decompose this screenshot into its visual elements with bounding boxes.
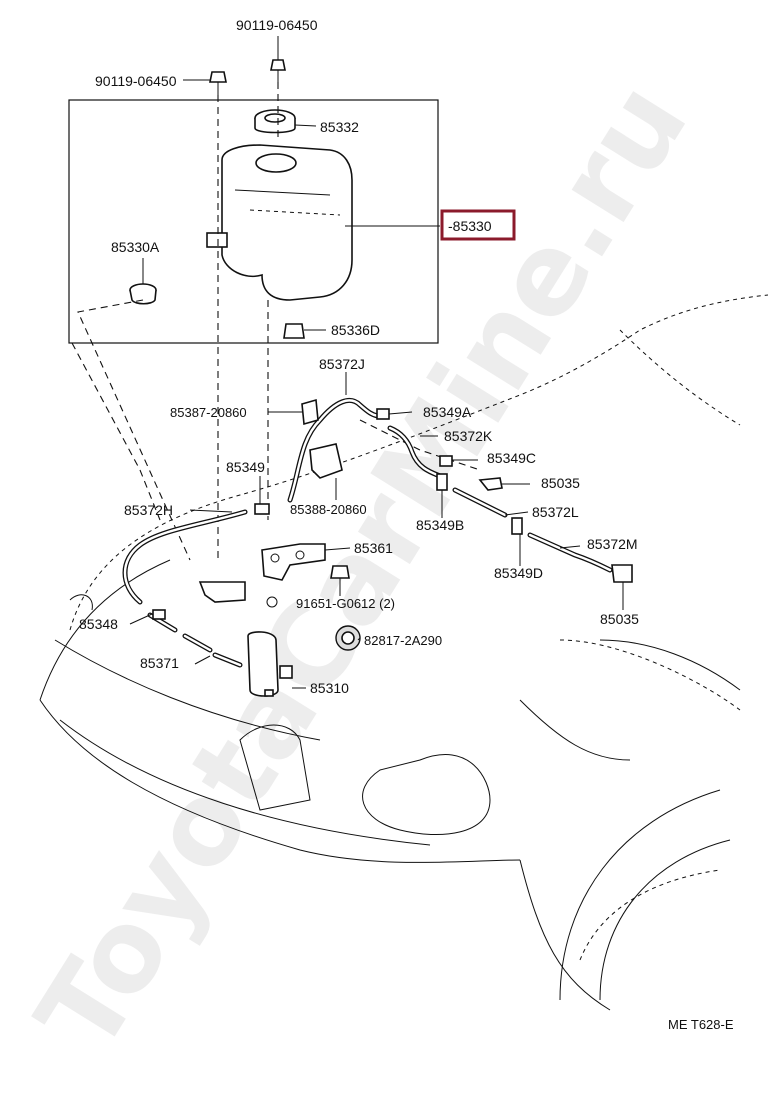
check-valve-85349c xyxy=(439,455,453,467)
hose-85372h xyxy=(122,509,248,605)
joint-85348 xyxy=(152,609,166,620)
clamp-85388 xyxy=(309,443,343,479)
leader-lines xyxy=(129,36,624,689)
selected-part-highlight[interactable] xyxy=(440,209,516,241)
label-pump[interactable]: 85310 xyxy=(310,680,349,696)
label-bolt-left[interactable]: 90119-06450 xyxy=(95,73,177,89)
label-bolt-top[interactable]: 90119-06450 xyxy=(236,17,318,33)
reservoir-inset-frame xyxy=(68,99,439,344)
label-hose-l[interactable]: 85372L xyxy=(532,504,579,520)
guide-line-right xyxy=(359,419,481,471)
label-check-c[interactable]: 85349C xyxy=(487,450,536,466)
check-valve-85349a xyxy=(376,408,390,420)
hose-85372m xyxy=(527,532,613,573)
hose-85372j xyxy=(287,398,381,503)
joint-85349 xyxy=(254,503,270,515)
label-tank[interactable]: -85330 xyxy=(448,218,492,234)
washer-reservoir-tank xyxy=(206,144,353,301)
grommet-85330a xyxy=(129,283,157,305)
label-joint-b[interactable]: 85349B xyxy=(416,517,464,533)
bolt-left xyxy=(209,71,227,95)
washer-pump-85310 xyxy=(247,631,293,697)
label-clamp-a[interactable]: 85387-20860 xyxy=(170,405,247,420)
clip-85035-lower xyxy=(611,564,633,583)
label-joint-348[interactable]: 85348 xyxy=(79,616,118,632)
hose-85372l xyxy=(452,487,508,518)
label-grommet-a[interactable]: 85330A xyxy=(111,239,160,255)
label-clip-2[interactable]: 85035 xyxy=(600,611,639,627)
label-check-d[interactable]: 85349D xyxy=(494,565,543,581)
hose-85372k xyxy=(387,425,443,479)
mount-hole xyxy=(266,596,278,608)
label-bracket[interactable]: 85361 xyxy=(354,540,393,556)
grommet-82817 xyxy=(335,625,361,651)
reservoir-cap xyxy=(254,109,296,134)
label-cap-d[interactable]: 85336D xyxy=(331,322,380,338)
guide-line-grommet xyxy=(77,299,191,561)
label-clamp-b[interactable]: 85388-20860 xyxy=(290,502,367,517)
label-grommet-2a290[interactable]: 82817-2A290 xyxy=(364,633,442,648)
label-clip-1[interactable]: 85035 xyxy=(541,475,580,491)
label-hose-h[interactable]: 85372H xyxy=(124,502,173,518)
label-joint-349[interactable]: 85349 xyxy=(226,459,265,475)
label-cap[interactable]: 85332 xyxy=(320,119,359,135)
mount-plate xyxy=(198,581,246,603)
figure-code: ME T628-E xyxy=(668,1017,734,1032)
label-hose-j[interactable]: 85372J xyxy=(319,356,365,372)
label-hose-371[interactable]: 85371 xyxy=(140,655,179,671)
clamp-85387 xyxy=(301,398,319,426)
bolt-top xyxy=(270,59,286,82)
label-check-a[interactable]: 85349A xyxy=(423,404,472,420)
label-hose-m[interactable]: 85372M xyxy=(587,536,638,552)
car-body-outline xyxy=(39,294,768,1011)
label-hose-k[interactable]: 85372K xyxy=(444,428,493,444)
joint-85349b xyxy=(436,473,448,491)
guide-line-frame xyxy=(71,342,161,521)
joint-85349d xyxy=(511,517,523,535)
cap-85336d xyxy=(283,323,305,339)
clip-85035-upper xyxy=(478,477,503,491)
bolt-91651 xyxy=(330,565,350,579)
bracket-85361 xyxy=(261,543,326,581)
label-bolt-g0612[interactable]: 91651-G0612 (2) xyxy=(296,596,395,611)
